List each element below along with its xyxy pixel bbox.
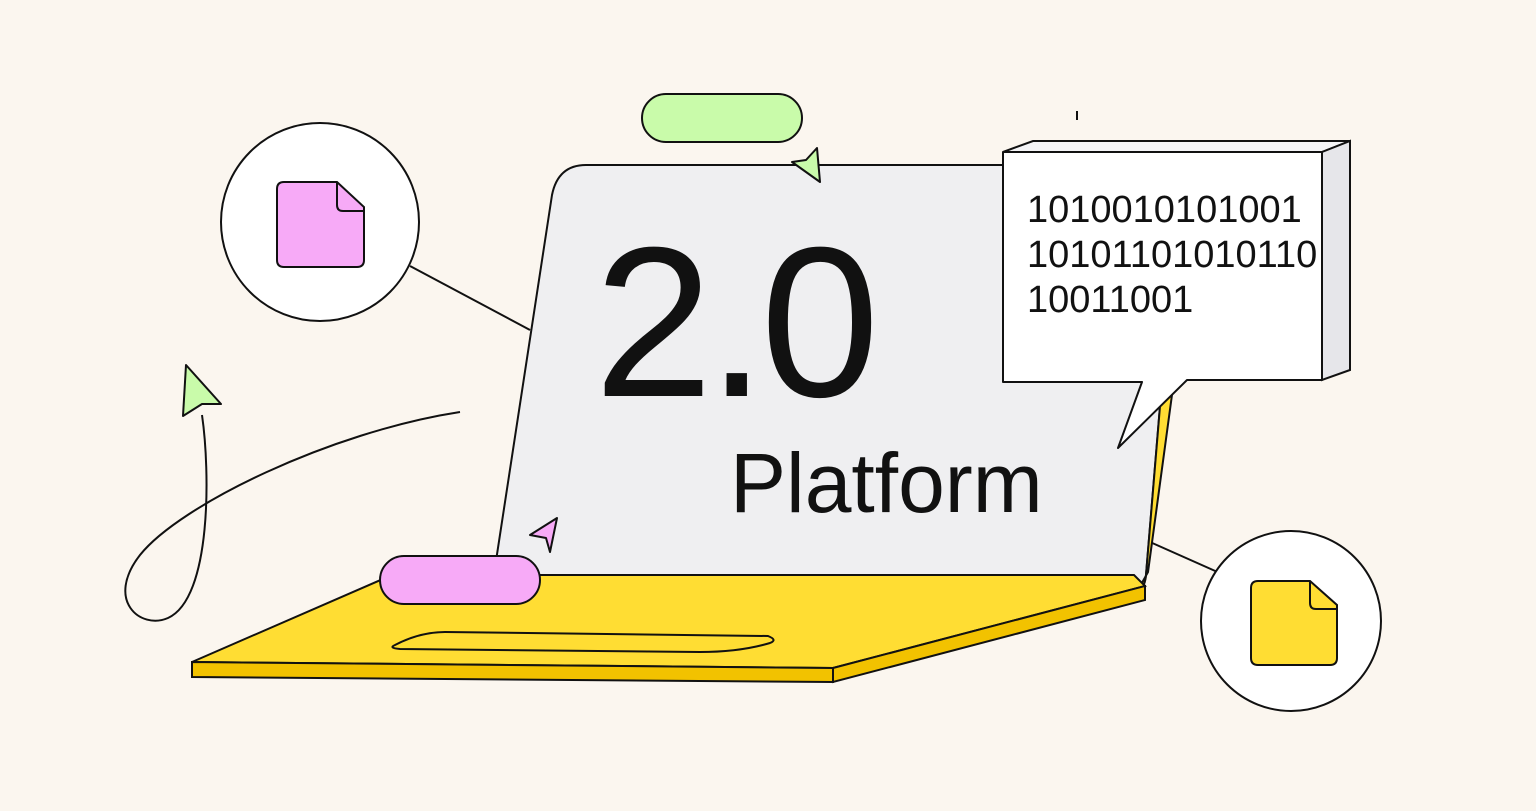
bubble-top-face — [1002, 140, 1351, 153]
laptop-keyboard-deck — [191, 574, 1147, 670]
speech-bubble — [1002, 151, 1323, 449]
connector-left — [409, 265, 531, 331]
binary-line-1: 1010010101001 — [1027, 189, 1302, 231]
binary-line-2: 10101101010110 — [1027, 234, 1317, 276]
green-cursor-icon-small — [791, 147, 821, 183]
pink-pill — [379, 555, 541, 605]
binary-line-3: 10011001 — [1027, 279, 1193, 321]
version-number: 2.0 — [594, 203, 874, 442]
green-pill — [641, 93, 803, 143]
touchpad — [391, 630, 775, 654]
bubble-side-face — [1321, 139, 1351, 382]
laptop-base-side — [832, 584, 1146, 684]
document-icon — [276, 181, 365, 268]
document-icon — [1250, 580, 1338, 666]
pink-cursor-icon — [529, 517, 558, 553]
platform-label: Platform — [730, 436, 1043, 530]
swirl-line — [124, 411, 461, 622]
green-cursor-icon — [182, 364, 222, 417]
